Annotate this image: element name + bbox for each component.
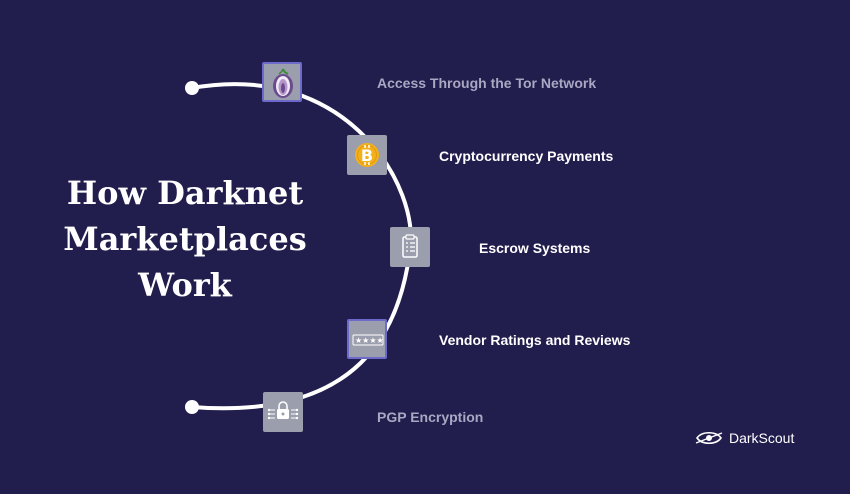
diagram-title: How Darknet Marketplaces Work [40,170,330,308]
title-line-1: How Darknet [66,174,304,212]
step-4-label: Vendor Ratings and Reviews [439,332,631,348]
step-1-icon-box [262,62,302,102]
bitcoin-icon: B [355,143,379,167]
title-line-2: Marketplaces [63,220,307,258]
brand-logo: DarkScout [695,428,794,448]
padlock-circuit-icon [267,401,299,420]
step-5-label: PGP Encryption [377,409,484,425]
step-4-icon-box: ★★★★ [347,319,387,359]
title-line-3: Work [138,266,232,304]
arc-start-dot [185,81,199,95]
step-5-icon-box [263,392,303,432]
step-2-icon-box: B [347,135,387,175]
onion-icon [273,68,293,98]
arc-end-dot [185,400,199,414]
brand-name: DarkScout [729,430,795,446]
svg-text:B: B [361,146,373,165]
checklist-icon [402,234,418,258]
step-2-label: Cryptocurrency Payments [439,148,614,164]
step-1-label: Access Through the Tor Network [377,75,597,91]
svg-text:★★★★: ★★★★ [355,336,384,345]
eye-logo-icon [695,431,723,445]
step-3-label: Escrow Systems [479,240,591,256]
rating-stars-icon: ★★★★ [352,334,384,346]
step-3-icon-box [390,227,430,267]
